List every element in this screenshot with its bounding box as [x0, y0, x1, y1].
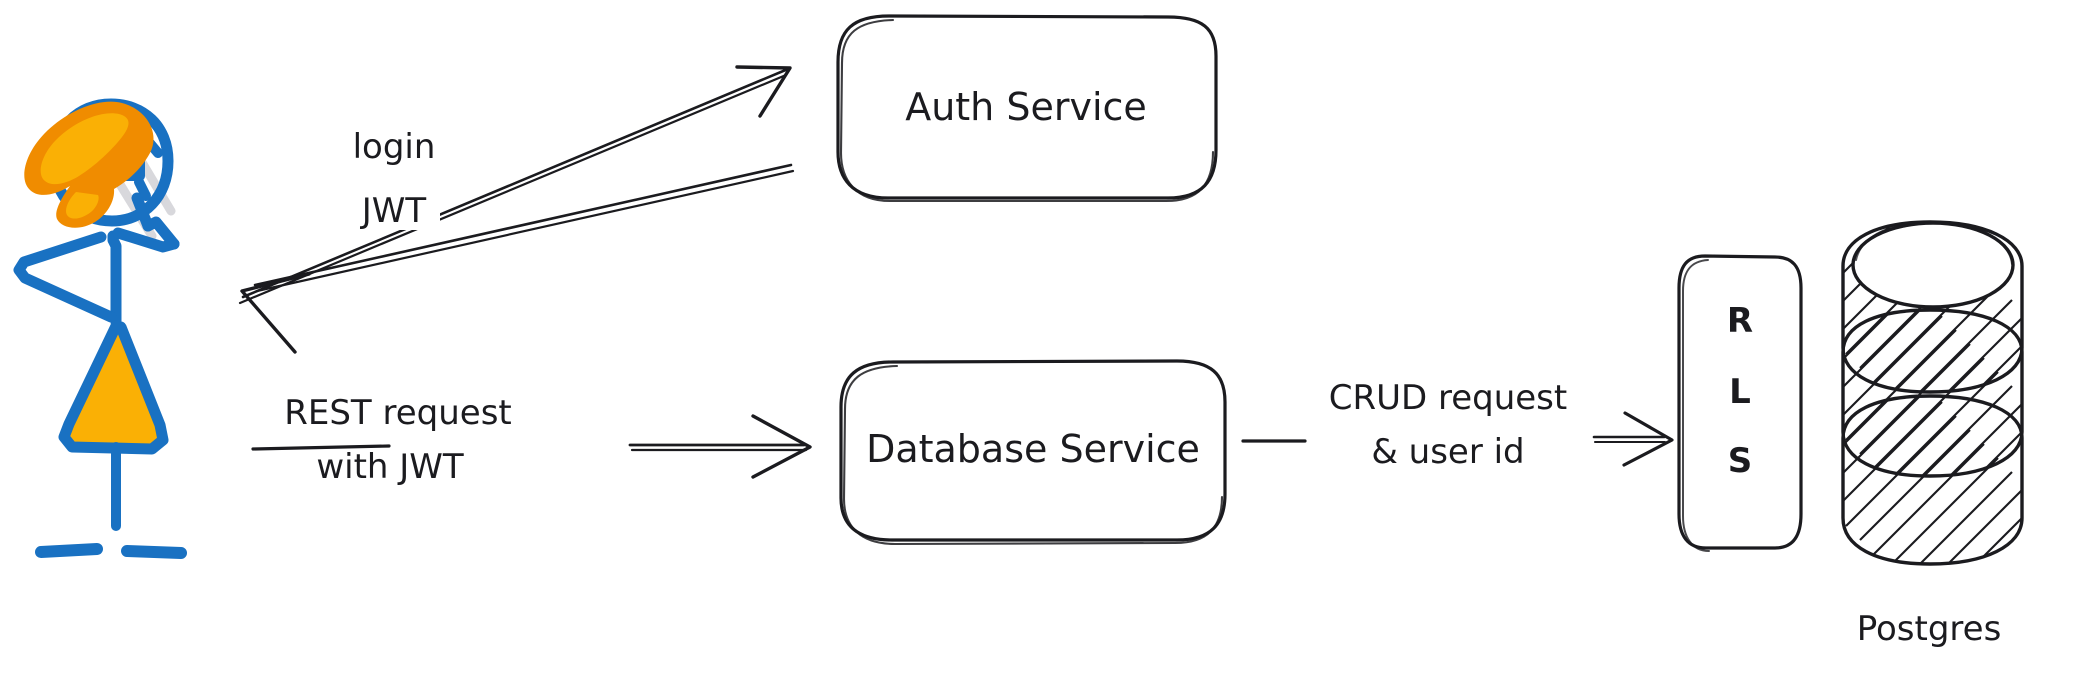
- node-database-service[interactable]: Database Service: [839, 359, 1227, 546]
- hair-bow-knot: [66, 192, 99, 219]
- database-service-box: [839, 359, 1227, 542]
- edge-rest-label-line2: with JWT: [316, 447, 464, 487]
- edge-login-line: [241, 67, 790, 299]
- edge-crud-label-line2: & user id: [1371, 432, 1524, 472]
- rls-letter-r: R: [1727, 301, 1753, 341]
- edge-crud-arrowhead: [1622, 411, 1674, 467]
- left-foot: [35, 543, 103, 558]
- auth-service-box: [836, 14, 1218, 200]
- database-service-label: Database Service: [866, 427, 1200, 471]
- postgres-drum-middle: [1841, 308, 2024, 478]
- postgres-label: Postgres: [1857, 609, 2002, 649]
- edge-rest-line-left: [251, 444, 391, 451]
- node-rls[interactable]: R L S: [1677, 254, 1803, 552]
- hair-bow-inner: [40, 113, 129, 185]
- edge-login[interactable]: login: [238, 65, 792, 305]
- right-forearm: [142, 216, 180, 250]
- node-postgres[interactable]: Postgres: [1762, 160, 2080, 652]
- right-foot: [121, 545, 187, 559]
- edge-jwt-label: JWT: [360, 191, 427, 231]
- rls-letter-s: S: [1728, 441, 1753, 481]
- postgres-drum-bottom: [1841, 394, 2024, 566]
- postgres-drum-top: [1841, 220, 2024, 394]
- rls-box-sketch: [1682, 259, 1710, 552]
- database-service-box-sketch: [842, 364, 1224, 546]
- left-arm: [13, 231, 117, 323]
- rls-letter-l: L: [1729, 372, 1751, 412]
- edge-jwt-line: [253, 163, 793, 287]
- edge-login-label: login: [353, 127, 436, 167]
- edge-jwt-arrowhead: [240, 272, 311, 354]
- edge-rest-arrowhead: [751, 414, 812, 479]
- skirt: [66, 330, 163, 446]
- node-auth-service[interactable]: Auth Service: [836, 14, 1218, 203]
- edge-crud-label-line1: CRUD request: [1329, 378, 1567, 418]
- torso: [107, 230, 122, 328]
- edge-rest-label-line1: REST request: [284, 393, 512, 433]
- edge-jwt-label-bg: [350, 184, 440, 230]
- rls-box: [1677, 254, 1803, 550]
- edge-login-label-bg: [345, 124, 445, 170]
- edge-crud-request[interactable]: CRUD request & user id: [1241, 378, 1674, 472]
- edge-rest-request[interactable]: REST request with JWT: [251, 393, 812, 487]
- user-stick-figure: [13, 98, 187, 559]
- edge-jwt[interactable]: JWT: [240, 163, 795, 354]
- chin-icon: [134, 177, 151, 201]
- edge-login-arrowhead: [735, 65, 792, 118]
- auth-service-label: Auth Service: [905, 85, 1147, 129]
- auth-service-box-sketch: [839, 18, 1215, 203]
- edge-jwt-line-sketch: [255, 169, 795, 293]
- edge-login-line-sketch: [238, 73, 788, 305]
